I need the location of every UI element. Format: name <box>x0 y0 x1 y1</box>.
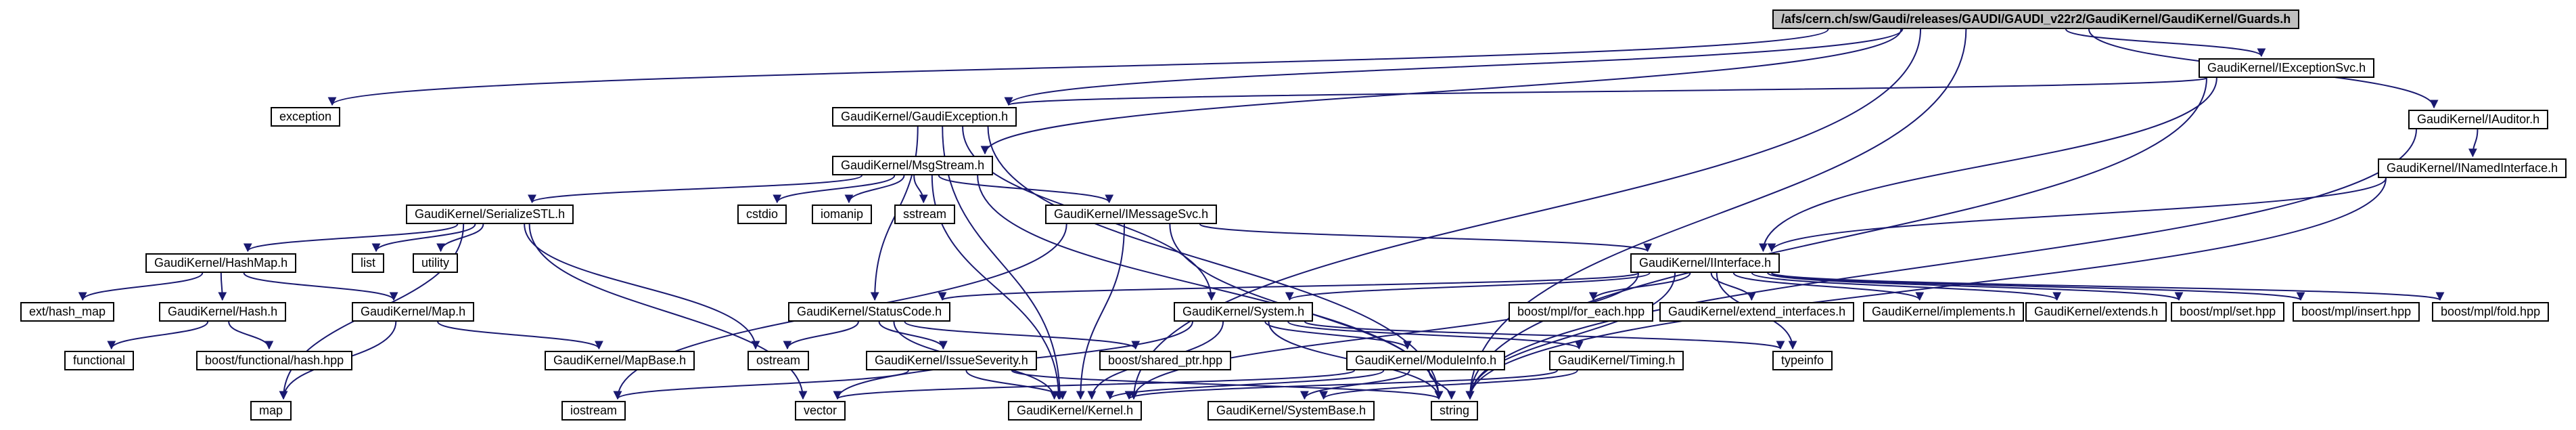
include-edge-iinterface-extendinterfaces <box>1710 272 1756 301</box>
graph-node-gaudiexception[interactable]: GaudiKernel/GaudiException.h <box>832 107 1017 127</box>
graph-node-gmap[interactable]: GaudiKernel/Map.h <box>352 302 475 322</box>
graph-node-mplfold: boost/mpl/fold.hpp <box>2432 302 2550 322</box>
graph-node-mplinsert: boost/mpl/insert.hpp <box>2293 302 2420 322</box>
include-edge-msgstream-serializestl <box>528 175 862 204</box>
include-edge-guards-exception <box>327 28 1829 106</box>
include-edge-statuscode-issueseverity <box>878 321 948 350</box>
include-edge-system-typeinfo <box>1304 321 1785 350</box>
include-edge-hashmap-exthashmap <box>78 272 204 301</box>
include-edge-inamedinterface-stringn <box>1465 177 2387 400</box>
include-edge-msgstream-iomanip <box>844 175 905 204</box>
include-edge-iinterface-kernel <box>1129 272 1639 400</box>
graph-node-hashmap[interactable]: GaudiKernel/HashMap.h <box>145 253 297 273</box>
include-edge-iinterface-statuscode <box>938 272 1639 301</box>
graph-node-exception: exception <box>271 107 341 127</box>
graph-node-vector: vector <box>795 401 846 421</box>
include-edge-iexceptionsvc-iinterface <box>1759 77 2217 253</box>
include-edge-iinterface-extends <box>1751 272 2061 301</box>
include-edge-system-moduleinfo <box>1264 321 1412 350</box>
include-edge-timing-systembase <box>1319 370 1578 400</box>
include-edge-hashmap-hash <box>218 272 227 301</box>
include-edge-moduleinfo-kernel <box>1105 370 1385 400</box>
include-edge-imessagesvc-kernel <box>1076 223 1126 400</box>
include-edge-iinterface-foreach <box>1588 272 1691 301</box>
graph-node-boosthash: boost/functional/hash.hpp <box>196 351 353 370</box>
graph-node-iomanip: iomanip <box>812 205 873 224</box>
graph-node-extendinterfaces[interactable]: GaudiKernel/extend_interfaces.h <box>1659 302 1855 322</box>
graph-node-statuscode[interactable]: GaudiKernel/StatusCode.h <box>788 302 951 322</box>
graph-node-moduleinfo[interactable]: GaudiKernel/ModuleInfo.h <box>1346 351 1506 370</box>
graph-node-utility: utility <box>413 253 459 273</box>
graph-node-issueseverity[interactable]: GaudiKernel/IssueSeverity.h <box>866 351 1037 370</box>
include-edge-hashmap-gmap <box>243 272 398 301</box>
graph-node-iinterface[interactable]: GaudiKernel/IInterface.h <box>1630 253 1780 273</box>
graph-node-inamedinterface[interactable]: GaudiKernel/INamedInterface.h <box>2378 158 2567 178</box>
graph-node-iostream: iostream <box>561 401 626 421</box>
graph-node-sstream: sstream <box>894 205 956 224</box>
graph-node-sharedptr: boost/shared_ptr.hpp <box>1099 351 1232 370</box>
include-edge-iinterface-implements <box>1732 272 1925 301</box>
include-edge-iexceptionsvc-gaudiexception <box>1005 77 2207 106</box>
include-edge-gmap-mapbase <box>437 321 603 350</box>
include-edge-statuscode-sharedptr <box>904 321 1141 350</box>
graph-node-cstdio: cstdio <box>737 205 787 224</box>
include-edge-issueseverity-stringn <box>1011 370 1444 400</box>
graph-node-iauditor[interactable]: GaudiKernel/IAuditor.h <box>2408 110 2549 129</box>
include-edge-serializestl-hashmap <box>243 223 459 253</box>
include-edge-serializestl-vector <box>528 223 808 400</box>
include-edge-gaudiexception-kernel <box>942 126 1065 400</box>
graph-node-implements[interactable]: GaudiKernel/implements.h <box>1863 302 2025 322</box>
graph-node-hash[interactable]: GaudiKernel/Hash.h <box>159 302 287 322</box>
include-edge-iinterface-mplset <box>1767 272 2184 301</box>
include-edge-imessagesvc-iinterface <box>1199 223 1652 253</box>
include-edge-gaudiexception-stringn <box>987 126 1444 400</box>
graph-node-foreach: boost/mpl/for_each.hpp <box>1509 302 1654 322</box>
include-edge-timing-kernel <box>1124 370 1558 400</box>
include-edge-inamedinterface-iinterface <box>1767 177 2387 253</box>
include-edge-iauditor-stringn <box>1465 129 2417 400</box>
graph-node-system[interactable]: GaudiKernel/System.h <box>1174 302 1314 322</box>
graph-node-list: list <box>352 253 384 273</box>
include-edge-moduleinfo-vector <box>833 370 1355 400</box>
graph-node-guards: /afs/cern.ch/sw/Gaudi/releases/GAUDI/GAU… <box>1772 9 2300 29</box>
graph-node-msgstream[interactable]: GaudiKernel/MsgStream.h <box>832 156 994 175</box>
include-edge-iinterface-system <box>1285 272 1651 301</box>
graph-node-serializestl[interactable]: GaudiKernel/SerializeSTL.h <box>406 205 574 224</box>
graph-node-kernel[interactable]: GaudiKernel/Kernel.h <box>1008 401 1143 421</box>
graph-node-mapbase[interactable]: GaudiKernel/MapBase.h <box>545 351 695 370</box>
graph-node-typeinfo: typeinfo <box>1772 351 1833 370</box>
graph-node-extends[interactable]: GaudiKernel/extends.h <box>2025 302 2167 322</box>
include-edge-statuscode-ostream <box>783 321 859 350</box>
include-edge-msgstream-sstream <box>913 175 928 204</box>
graph-node-ostream: ostream <box>748 351 810 370</box>
graph-node-mplset: boost/mpl/set.hpp <box>2171 302 2285 322</box>
graph-node-iexceptionsvc[interactable]: GaudiKernel/IExceptionSvc.h <box>2199 58 2375 78</box>
include-edge-msgstream-cstdio <box>773 175 896 204</box>
include-edge-issueseverity-iostream <box>613 370 910 400</box>
include-edge-iauditor-inamedinterface <box>2468 129 2479 158</box>
graph-node-imessagesvc[interactable]: GaudiKernel/IMessageSvc.h <box>1045 205 1218 224</box>
include-edge-msgstream-imessagesvc <box>938 175 1114 204</box>
graph-node-timing[interactable]: GaudiKernel/Timing.h <box>1549 351 1684 370</box>
include-edge-guards-kernel <box>1129 28 1922 400</box>
include-edge-issueseverity-kernel <box>965 370 1067 400</box>
include-edge-iinterface-mplfold <box>1771 272 2444 301</box>
graph-node-functional: functional <box>64 351 135 370</box>
include-edge-serializestl-list <box>371 223 476 253</box>
include-edge-iexceptionsvc-stringn <box>1465 77 2207 400</box>
include-edge-hash-boosthash <box>228 321 274 350</box>
graph-node-systembase[interactable]: GaudiKernel/SystemBase.h <box>1208 401 1375 421</box>
include-edge-hash-functional <box>107 321 209 350</box>
graph-node-map: map <box>250 401 292 421</box>
include-edge-guards-iexceptionsvc <box>2065 28 2266 58</box>
include-edge-system-timing <box>1287 321 1584 350</box>
graph-node-exthashmap: ext/hash_map <box>20 302 115 322</box>
include-edge-guards-gaudiexception <box>1004 28 1904 106</box>
graph-node-stringn: string <box>1431 401 1479 421</box>
include-edge-guards-msgstream <box>980 28 1902 155</box>
include-edge-guards-stringn <box>1465 28 1967 400</box>
